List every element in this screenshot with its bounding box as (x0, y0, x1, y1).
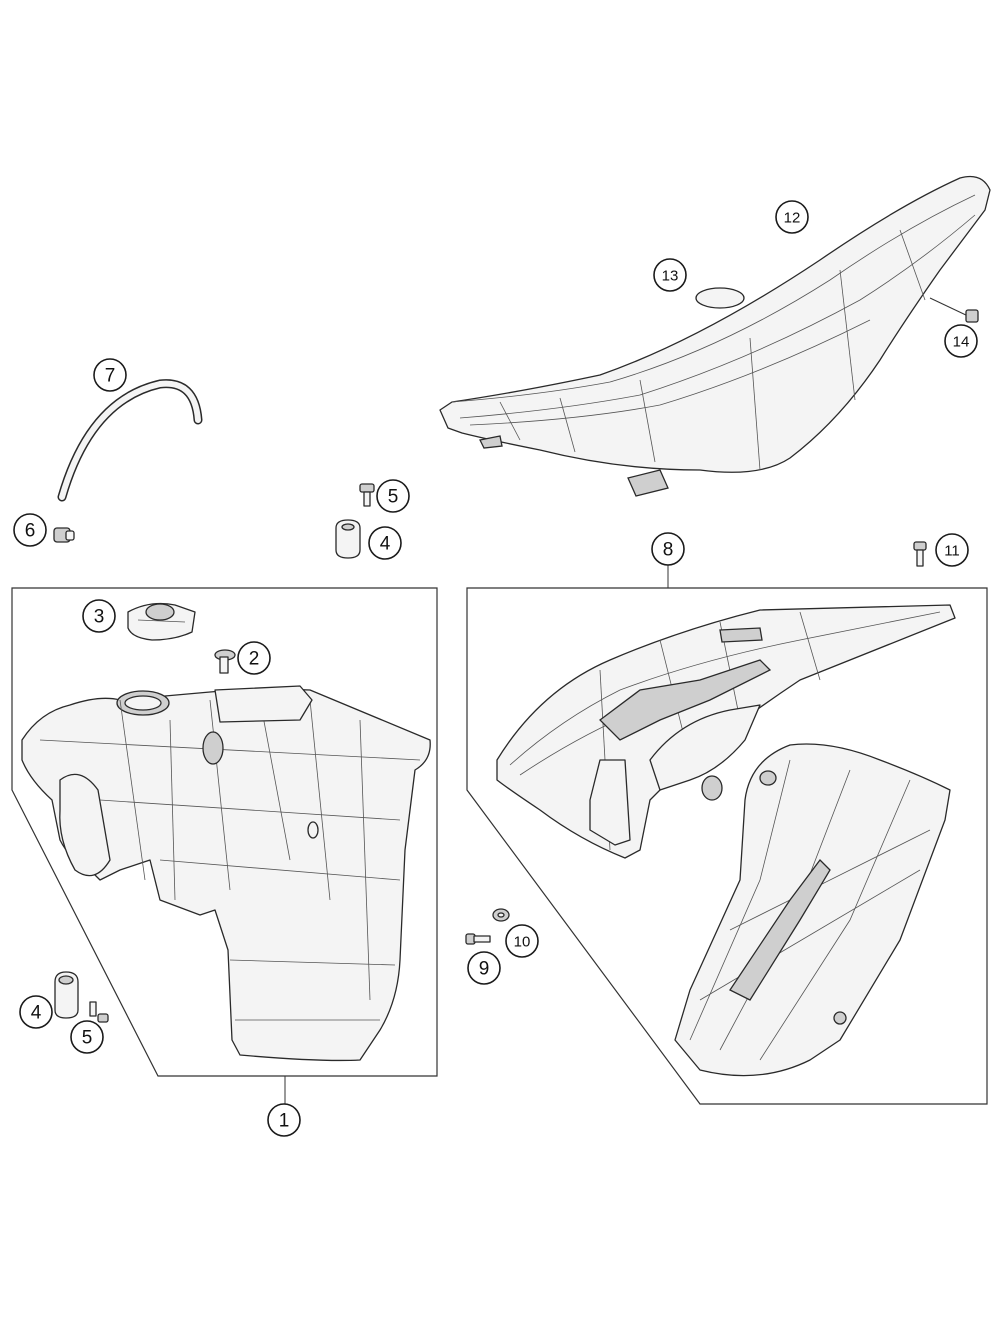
top-spacer-part (335, 519, 361, 559)
callout-1: 1 (267, 1103, 301, 1137)
callout-label: 5 (82, 1028, 93, 1049)
tank-screw-part (214, 649, 236, 674)
callout-11: 11 (935, 533, 969, 567)
callout-4-bottom: 4 (19, 995, 53, 1029)
hose-clamp-part (53, 527, 75, 543)
callout-14: 14 (944, 324, 978, 358)
callout-label: 7 (105, 366, 116, 387)
callout-label: 11 (944, 543, 960, 560)
callout-5-top: 5 (376, 479, 410, 513)
upper-side-panel-part (496, 604, 956, 859)
callout-label: 10 (514, 934, 531, 951)
callout-9: 9 (467, 951, 501, 985)
callout-3: 3 (82, 599, 116, 633)
callout-13: 13 (653, 258, 687, 292)
seat-screw-part (929, 297, 979, 323)
callout-label: 13 (662, 268, 679, 285)
callout-2: 2 (237, 641, 271, 675)
breather-hose-part (57, 379, 203, 502)
panel-screw-top-part (913, 541, 927, 567)
lower-side-panel-part (674, 743, 951, 1077)
callout-12: 12 (775, 200, 809, 234)
callout-10: 10 (505, 924, 539, 958)
callout-label: 5 (388, 487, 399, 508)
callout-label: 4 (380, 534, 391, 555)
callout-6: 6 (13, 513, 47, 547)
callout-label: 14 (953, 334, 970, 351)
callout-5-bottom: 5 (70, 1020, 104, 1054)
callout-label: 6 (25, 521, 36, 542)
bottom-spacer-part (54, 971, 79, 1019)
callout-label: 1 (279, 1111, 290, 1132)
bottom-bolt-part (89, 1001, 109, 1023)
tank-cap-part (127, 602, 196, 641)
callout-label: 9 (479, 959, 490, 980)
seat-part (439, 175, 991, 497)
tank-assembly-frame (11, 587, 438, 1077)
side-panels-frame (466, 587, 988, 1105)
callout-label: 3 (94, 607, 105, 628)
callout-4-top: 4 (368, 526, 402, 560)
callout-label: 8 (663, 540, 674, 561)
callout-label: 12 (784, 210, 801, 227)
panel-screw-part (465, 933, 491, 945)
panel-washer-part (492, 908, 510, 922)
callout-label: 2 (249, 649, 260, 670)
callout-7: 7 (93, 358, 127, 392)
fuel-tank-part (21, 685, 431, 1062)
callout-8: 8 (651, 532, 685, 566)
top-bolt-part (359, 483, 375, 507)
callout-label: 4 (31, 1003, 42, 1024)
